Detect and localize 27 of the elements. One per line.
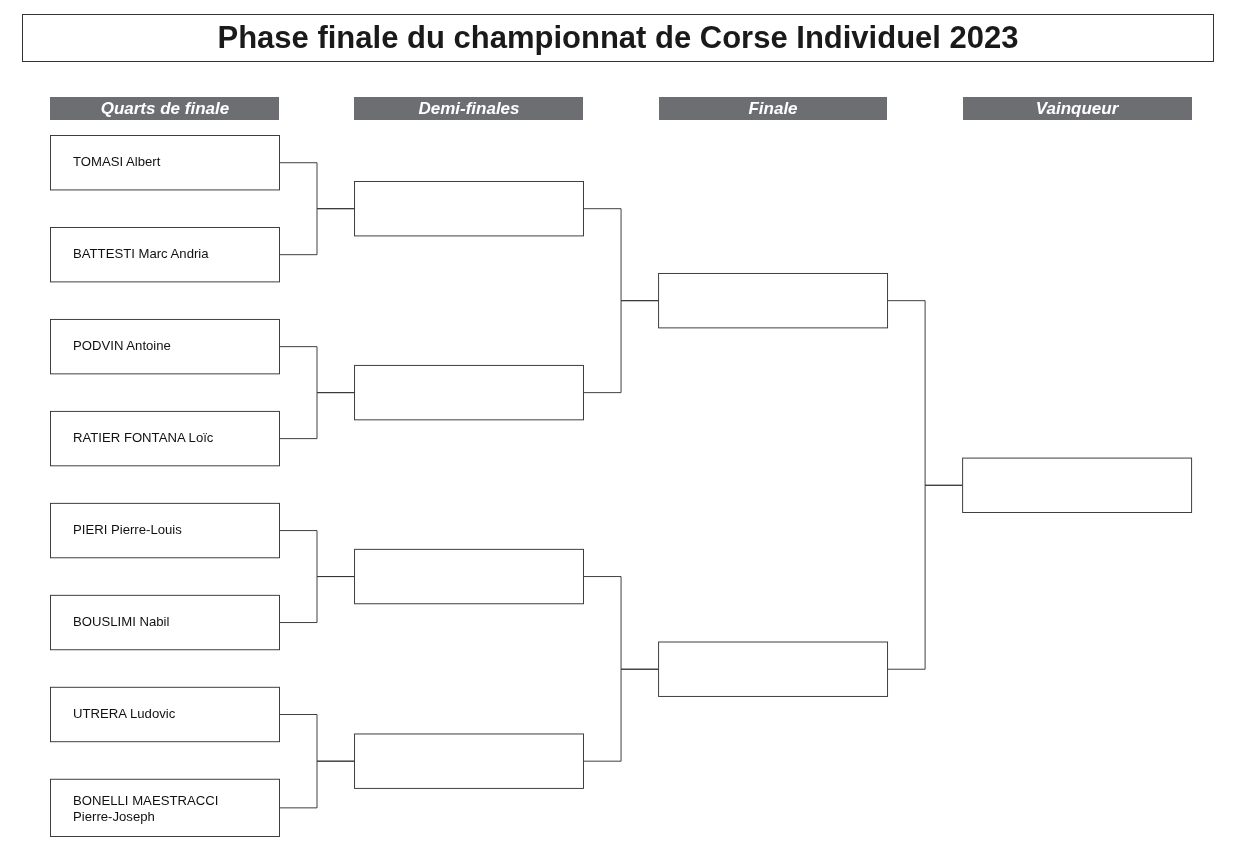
connector bbox=[887, 484, 964, 670]
connector bbox=[278, 208, 355, 256]
node-box bbox=[354, 364, 584, 421]
node-box bbox=[354, 181, 584, 237]
round-header: Demi-finales bbox=[354, 97, 584, 120]
node-box: RATIER FONTANA Loïc bbox=[49, 410, 280, 467]
node-box: BOUSLIMI Nabil bbox=[49, 594, 280, 651]
node-box: PODVIN Antoine bbox=[49, 318, 280, 375]
connector bbox=[583, 668, 659, 762]
node-box: UTRERA Ludovic bbox=[49, 686, 280, 743]
node-box: PIERI Pierre-Louis bbox=[49, 502, 280, 559]
node-box bbox=[962, 457, 1192, 513]
round-header: Finale bbox=[658, 97, 888, 120]
connector bbox=[583, 300, 659, 394]
node-box bbox=[658, 272, 888, 329]
round-header: Vainqueur bbox=[962, 97, 1192, 120]
node-box bbox=[658, 641, 888, 697]
node-box bbox=[354, 733, 584, 789]
node-box: BONELLI MAESTRACCI Pierre-Joseph bbox=[49, 778, 280, 837]
connector bbox=[278, 392, 355, 440]
round-header: Quarts de finale bbox=[50, 97, 280, 120]
page-title: Phase finale du championnat de Corse Individuel 2023 bbox=[22, 14, 1214, 62]
node-box: TOMASI Albert bbox=[49, 135, 280, 191]
node-box: BATTESTI Marc Andria bbox=[49, 227, 280, 283]
connector bbox=[278, 760, 355, 809]
node-box bbox=[354, 548, 584, 605]
connector bbox=[278, 576, 355, 623]
